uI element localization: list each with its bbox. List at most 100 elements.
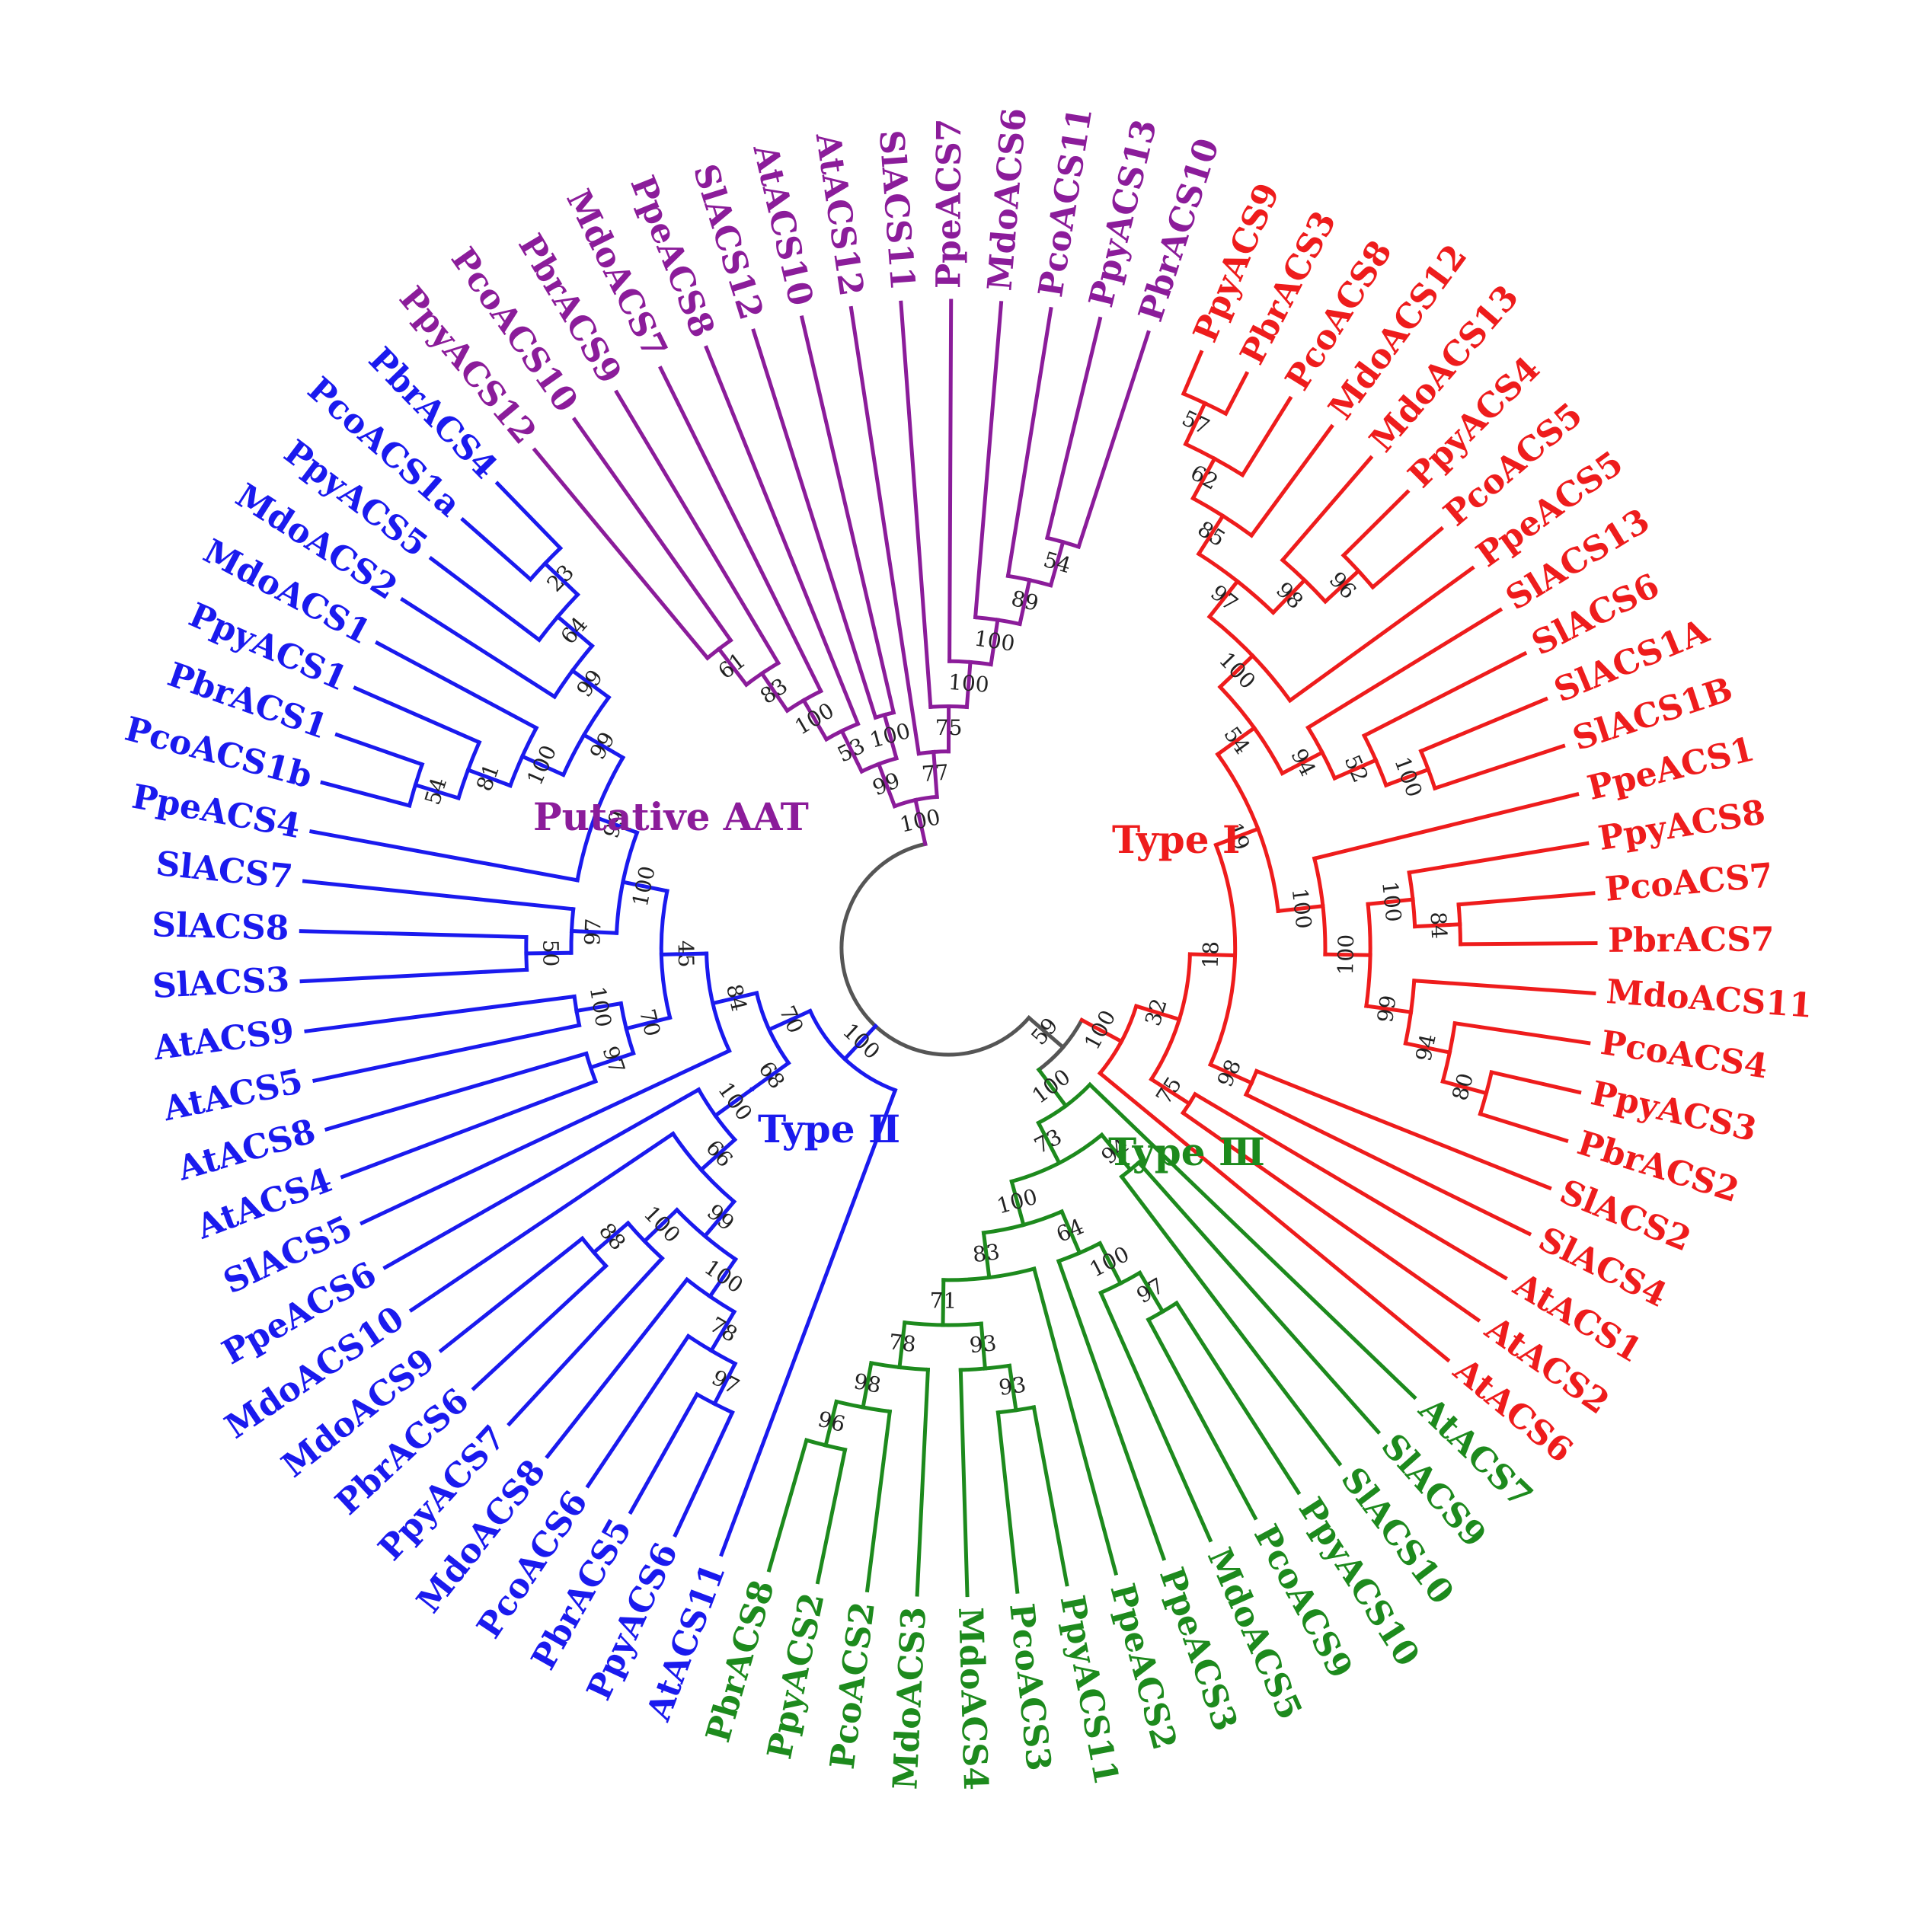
branch-segment (815, 1447, 848, 1585)
branch-segment (1097, 1241, 1123, 1286)
branch-segment (1076, 330, 1151, 550)
branch-segment (1456, 891, 1596, 907)
branch-segment (353, 685, 482, 746)
clade-label-type-1: Type Ⅰ (1112, 817, 1240, 862)
branch-segment (1137, 1269, 1165, 1314)
branch-segment (614, 389, 781, 666)
branch-segment (1192, 1091, 1508, 1281)
bootstrap-value: 81 (471, 760, 504, 794)
branch-segment (958, 1368, 970, 1598)
branch-segment (766, 1438, 809, 1573)
bootstrap-value: 64 (1053, 1214, 1088, 1247)
branch-segment (751, 328, 878, 720)
bootstrap-value: 52 (1340, 751, 1374, 786)
leaf-label-pcoacs2: PcoACS2 (823, 1600, 883, 1771)
branch-segment (1407, 841, 1590, 875)
branch-segment (574, 1001, 624, 1014)
bootstrap-value: 84 (721, 982, 752, 1014)
branch-segment (658, 366, 824, 694)
branch-arc (524, 934, 529, 972)
bootstrap-value: 50 (538, 940, 563, 967)
bootstrap-value: 85 (1193, 516, 1230, 552)
branch-segment (312, 1023, 582, 1083)
bootstrap-value: 97 (1133, 1273, 1168, 1309)
branch-segment (1322, 568, 1362, 605)
bootstrap-value: 53 (833, 733, 869, 767)
branch-arc (674, 1207, 739, 1263)
branch-arc (839, 841, 1032, 1057)
branch-segment (408, 1131, 676, 1313)
bootstrap-value: 57 (1178, 405, 1213, 439)
bootstrap-value: 78 (705, 1312, 741, 1348)
branch-segment (592, 814, 640, 835)
bootstrap-value: 83 (971, 1239, 1001, 1267)
branch-segment (340, 1078, 599, 1180)
branch-arc (1036, 1081, 1093, 1126)
bootstrap-value: 97 (1206, 580, 1242, 616)
branch-segment (591, 1220, 631, 1256)
branch-segment (1440, 1079, 1489, 1096)
branch-segment (1031, 1266, 1119, 1576)
branch-segment (749, 1060, 791, 1092)
branch-arc (1097, 1004, 1139, 1076)
branch-segment (707, 1257, 739, 1299)
bootstrap-value: 99 (869, 768, 903, 800)
bootstrap-value: 54 (1219, 722, 1255, 758)
branch-segment (1383, 767, 1431, 788)
bootstrap-value: 78 (887, 1329, 917, 1357)
branch-segment (506, 1255, 665, 1427)
leaf-label-mdoacs6: MdoACS6 (980, 107, 1034, 292)
bootstrap-value: 99 (571, 665, 608, 701)
bootstrap-value: 94 (1411, 1032, 1441, 1064)
branch-segment (1026, 1014, 1066, 1050)
branch-segment (1207, 1062, 1254, 1086)
branch-segment (1183, 401, 1208, 447)
branch-segment (1036, 1067, 1069, 1109)
branch-segment (1196, 513, 1226, 557)
bootstrap-value: 84 (1425, 912, 1452, 940)
bootstrap-value: 99 (1372, 994, 1401, 1024)
bootstrap-value: 45 (673, 940, 698, 967)
branch-segment (304, 994, 577, 1033)
bootstrap-value: 100 (1079, 1006, 1120, 1054)
branch-segment (941, 1278, 946, 1327)
branch-segment (641, 1207, 680, 1244)
leaf-label-ppyacs8: PpyACS8 (1596, 793, 1768, 858)
branch-arc (903, 1320, 984, 1327)
branch-arc (1403, 979, 1417, 1046)
branch-segment (659, 951, 709, 956)
branch-arc (1364, 902, 1372, 1008)
leaf-label-pcoacs3: PcoACS3 (1002, 1601, 1058, 1773)
branch-segment (759, 670, 791, 714)
branch-segment (1340, 489, 1411, 558)
branch-segment (1048, 539, 1066, 588)
branch-segment (712, 1086, 755, 1119)
bootstrap-value: 100 (1287, 887, 1317, 931)
bootstrap-value: 100 (868, 718, 913, 753)
bootstrap-value: 93 (997, 1372, 1027, 1400)
branch-arc (807, 1008, 898, 1093)
branch-segment (554, 614, 595, 649)
bootstrap-value: 100 (713, 1078, 757, 1126)
branch-segment (1361, 650, 1528, 739)
branch-segment (569, 928, 619, 935)
branch-segment (973, 301, 1004, 620)
branch-segment (1078, 1017, 1124, 1044)
branch-arc (694, 1391, 735, 1416)
bootstrap-value: 18 (1198, 941, 1224, 969)
branch-segment (1280, 455, 1374, 564)
branch-segment (465, 767, 513, 788)
branch-segment (842, 1023, 879, 1062)
bootstrap-value: 99 (585, 727, 620, 763)
branch-segment (702, 1199, 737, 1239)
leaf-label-slacs8: SlACS8 (152, 905, 289, 948)
clade-label-putative-aat: Putative AAT (533, 794, 809, 839)
branch-segment (1146, 1317, 1258, 1521)
branch-segment (1312, 791, 1580, 861)
bootstrap-value: 96 (816, 1407, 848, 1438)
bootstrap-value: 75 (1151, 1072, 1187, 1109)
branch-segment (324, 1051, 589, 1132)
branch-segment (1174, 1300, 1302, 1496)
branch-segment (981, 1231, 992, 1280)
clade-label-type-2: Type Ⅱ (758, 1107, 900, 1151)
